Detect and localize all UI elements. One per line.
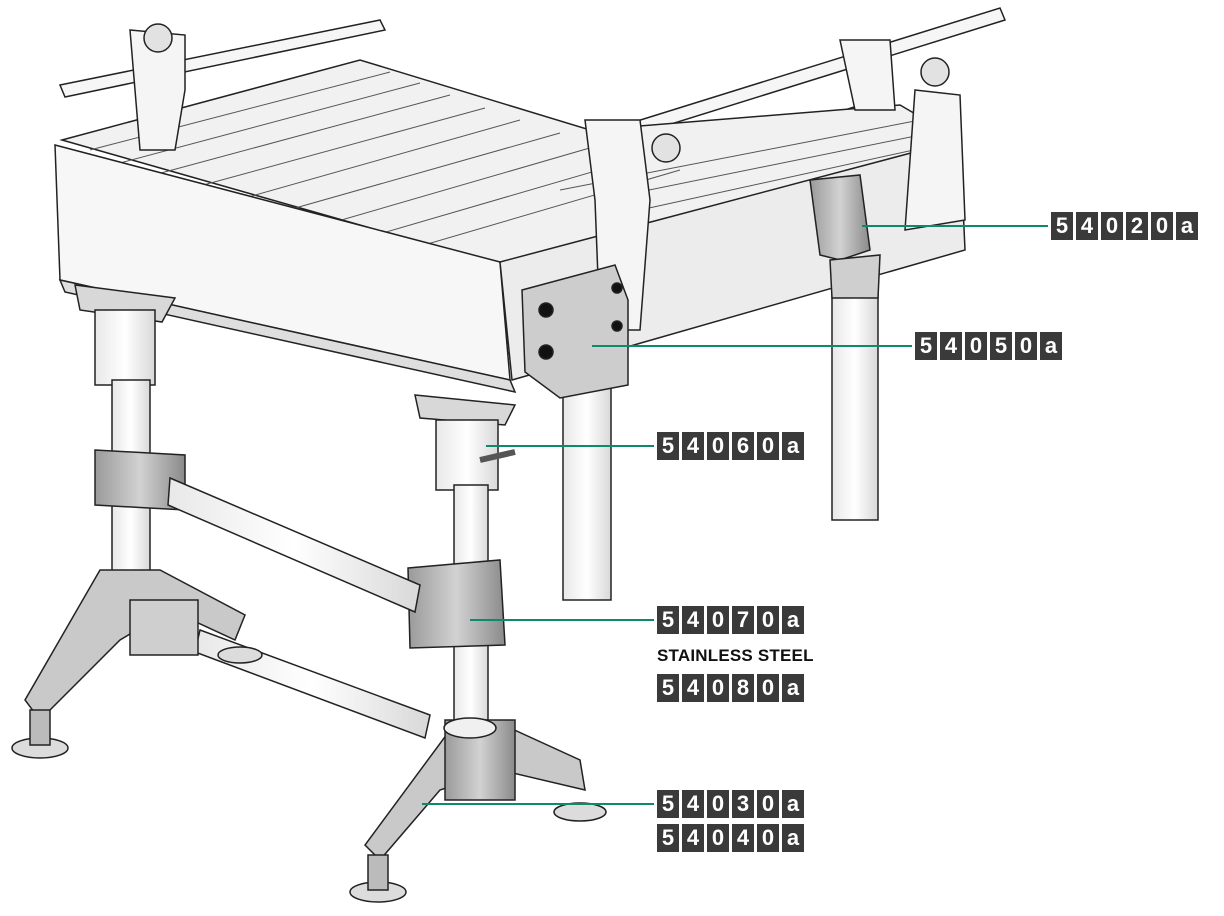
code-char: a xyxy=(1040,332,1062,360)
code-char: a xyxy=(1176,212,1198,240)
code-char: 5 xyxy=(657,606,679,634)
code-char: a xyxy=(782,432,804,460)
code-char: 5 xyxy=(990,332,1012,360)
code-char: a xyxy=(782,606,804,634)
leg-feet xyxy=(11,569,607,903)
code-char: 0 xyxy=(757,432,779,460)
part-label-54040a: 5 4 0 4 0 a xyxy=(657,824,804,852)
code-char: 0 xyxy=(965,332,987,360)
code-char: 4 xyxy=(1076,212,1098,240)
code-char: 2 xyxy=(1126,212,1148,240)
code-char: a xyxy=(782,674,804,702)
chain-belt-surface xyxy=(59,59,962,266)
part-label-54060a: 5 4 0 6 0 a xyxy=(657,432,804,460)
code-char: 4 xyxy=(940,332,962,360)
code-char: 4 xyxy=(732,824,754,852)
code-char: 0 xyxy=(757,606,779,634)
code-char: 5 xyxy=(657,432,679,460)
code-char: 0 xyxy=(757,674,779,702)
code-char: 4 xyxy=(682,674,704,702)
code-char: 8 xyxy=(732,674,754,702)
frame-end-cap xyxy=(521,264,629,399)
middle-support-leg xyxy=(562,384,612,601)
code-char: 0 xyxy=(757,824,779,852)
code-char: 6 xyxy=(732,432,754,460)
code-char: 0 xyxy=(707,674,729,702)
part-label-54080a: 5 4 0 8 0 a xyxy=(657,674,804,702)
leader-lines xyxy=(422,225,1048,805)
code-char: 0 xyxy=(1015,332,1037,360)
code-char: 7 xyxy=(732,606,754,634)
left-front-leg xyxy=(74,284,186,581)
part-label-54050a: 5 4 0 5 0 a xyxy=(915,332,1062,360)
code-char: 0 xyxy=(707,824,729,852)
code-char: 0 xyxy=(707,790,729,818)
code-char: 4 xyxy=(682,824,704,852)
part-label-54070a: 5 4 0 7 0 a xyxy=(657,606,804,634)
code-char: a xyxy=(782,824,804,852)
code-char: 5 xyxy=(657,674,679,702)
code-char: 0 xyxy=(1101,212,1123,240)
code-char: 5 xyxy=(657,790,679,818)
code-char: 4 xyxy=(682,790,704,818)
code-char: 5 xyxy=(657,824,679,852)
code-char: 5 xyxy=(915,332,937,360)
code-char: 0 xyxy=(707,432,729,460)
material-note: STAINLESS STEEL xyxy=(657,646,814,665)
right-front-leg xyxy=(407,394,517,721)
code-char: a xyxy=(782,790,804,818)
part-label-54030a: 5 4 0 3 0 a xyxy=(657,790,804,818)
code-char: 0 xyxy=(707,606,729,634)
code-char: 3 xyxy=(732,790,754,818)
rear-support-column xyxy=(809,174,881,521)
code-char: 0 xyxy=(757,790,779,818)
code-char: 0 xyxy=(1151,212,1173,240)
code-char: 4 xyxy=(682,606,704,634)
code-char: 5 xyxy=(1051,212,1073,240)
code-char: 4 xyxy=(682,432,704,460)
part-label-54020a: 5 4 0 2 0 a xyxy=(1051,212,1198,240)
